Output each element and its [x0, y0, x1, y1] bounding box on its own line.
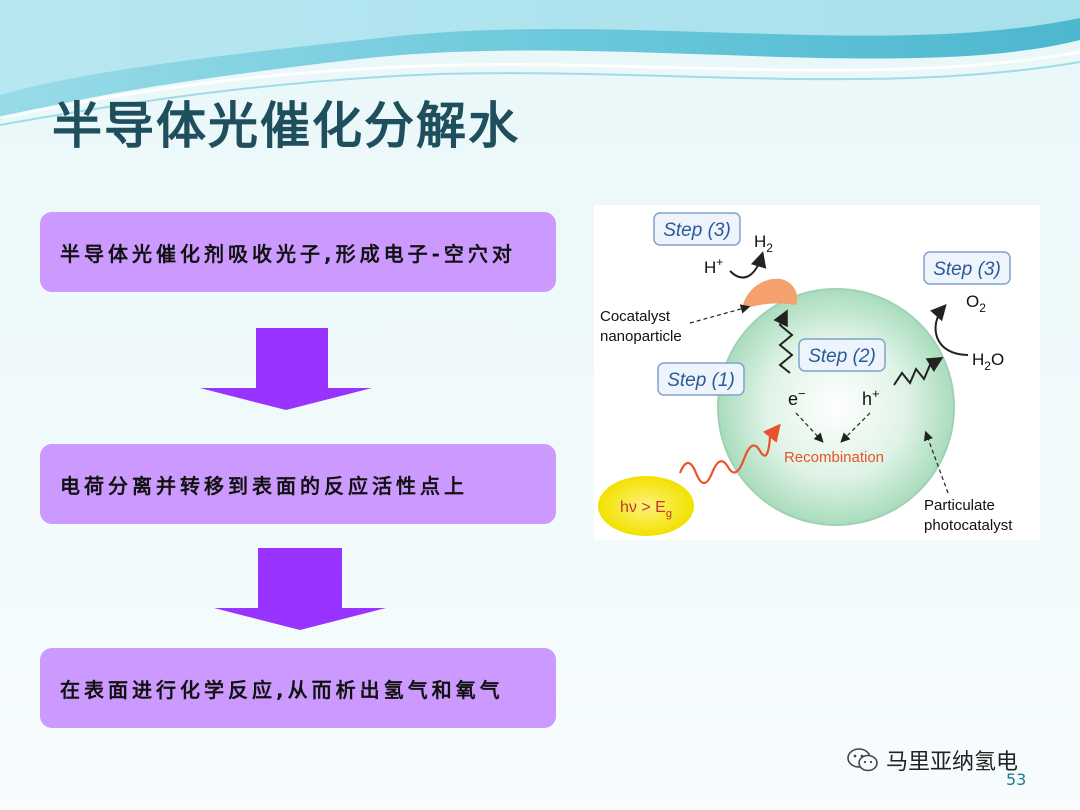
flow-step-1: 半导体光催化剂吸收光子,形成电子-空穴对 — [40, 212, 556, 292]
step3-left-label: Step (3) — [653, 212, 741, 246]
svg-text:H2O: H2O — [972, 350, 1004, 373]
svg-text:H2: H2 — [754, 232, 773, 255]
down-arrow-1 — [200, 328, 372, 410]
step1-label: Step (1) — [657, 362, 745, 396]
photocatalysis-diagram: Step (3) H2 H+ Step (3) O2 H2O Cocatalys… — [594, 205, 1040, 540]
step2-text: Step (2) — [808, 346, 876, 367]
hole-sup: + — [872, 386, 880, 401]
header-wave-line — [0, 50, 1080, 120]
particulate-label-1: Particulate — [924, 497, 995, 514]
o2-sub: 2 — [979, 301, 986, 315]
h-plus-sup: + — [716, 255, 723, 269]
svg-text:H+: H+ — [704, 255, 723, 277]
svg-text:e−: e− — [788, 386, 806, 409]
step3-left-text: Step (3) — [663, 220, 731, 241]
h2o-sub: 2 — [984, 359, 991, 373]
photocatalyst-particle — [717, 288, 955, 526]
down-arrow-2 — [214, 548, 386, 630]
flow-step-3: 在表面进行化学反应,从而析出氢气和氧气 — [40, 648, 556, 728]
cocatalyst-label-1: Cocatalyst — [600, 308, 671, 325]
electron-migration-arrow — [773, 309, 794, 374]
photon-sub: g — [666, 508, 672, 520]
electron-sup: − — [798, 386, 806, 401]
page-number: 53 — [1006, 770, 1027, 789]
cocatalyst-label-2: nanoparticle — [600, 328, 682, 345]
watermark: 马里亚纳氢电 — [846, 744, 1018, 776]
h2-label: H — [754, 232, 766, 251]
h2o-o: O — [991, 350, 1004, 369]
h2o-to-o2-arrow — [930, 304, 969, 356]
h-plus-label: H — [704, 258, 716, 277]
photon-label: hν > E — [620, 499, 666, 516]
step3-right-text: Step (3) — [933, 259, 1001, 280]
o2-label: O — [966, 292, 979, 311]
watermark-text: 马里亚纳氢电 — [886, 750, 1019, 775]
svg-text:hν > Eg: hν > Eg — [620, 499, 672, 520]
step3-right-label: Step (3) — [923, 251, 1011, 285]
step1-text: Step (1) — [667, 370, 735, 391]
h2-sub: 2 — [766, 241, 773, 255]
flow-step-2: 电荷分离并转移到表面的反应活性点上 — [40, 444, 556, 524]
wechat-icon — [847, 748, 878, 772]
cocatalyst-nanoparticle — [742, 278, 798, 309]
electron-label: e — [788, 389, 798, 409]
hole-label: h — [862, 389, 872, 409]
page-title: 半导体光催化分解水 — [52, 97, 520, 155]
header-wave-highlight — [0, 0, 1080, 95]
svg-text:h+: h+ — [862, 386, 880, 409]
particulate-label-2: photocatalyst — [924, 517, 1013, 534]
svg-text:O2: O2 — [966, 292, 986, 315]
h2o-h: H — [972, 350, 984, 369]
hole-migration-arrow — [893, 356, 944, 386]
h-plus-to-h2-arrow — [729, 251, 767, 279]
recombination-label: Recombination — [784, 449, 884, 466]
photon-wave-arrow — [678, 423, 781, 485]
photon-sun — [598, 476, 694, 536]
step2-label: Step (2) — [798, 338, 886, 372]
